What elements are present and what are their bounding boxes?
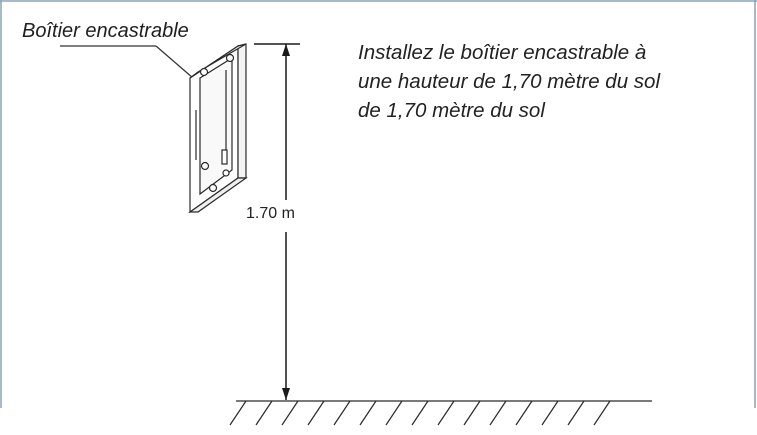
height-label: 1.70 m — [246, 205, 295, 222]
installation-instructions: Installez le boîtier encastrable à une h… — [358, 38, 660, 125]
flush-mount-box — [188, 43, 248, 214]
instruction-line: Installez le boîtier encastrable à — [358, 41, 647, 64]
instruction-line: une hauteur de 1,70 mètre du sol — [358, 70, 661, 93]
height-dimension — [254, 43, 300, 400]
floor — [229, 400, 652, 426]
box-label-leader — [60, 45, 194, 79]
instruction-line: de 1,70 mètre du sol — [358, 99, 545, 122]
box-label: Boîtier encastrable — [22, 20, 189, 42]
